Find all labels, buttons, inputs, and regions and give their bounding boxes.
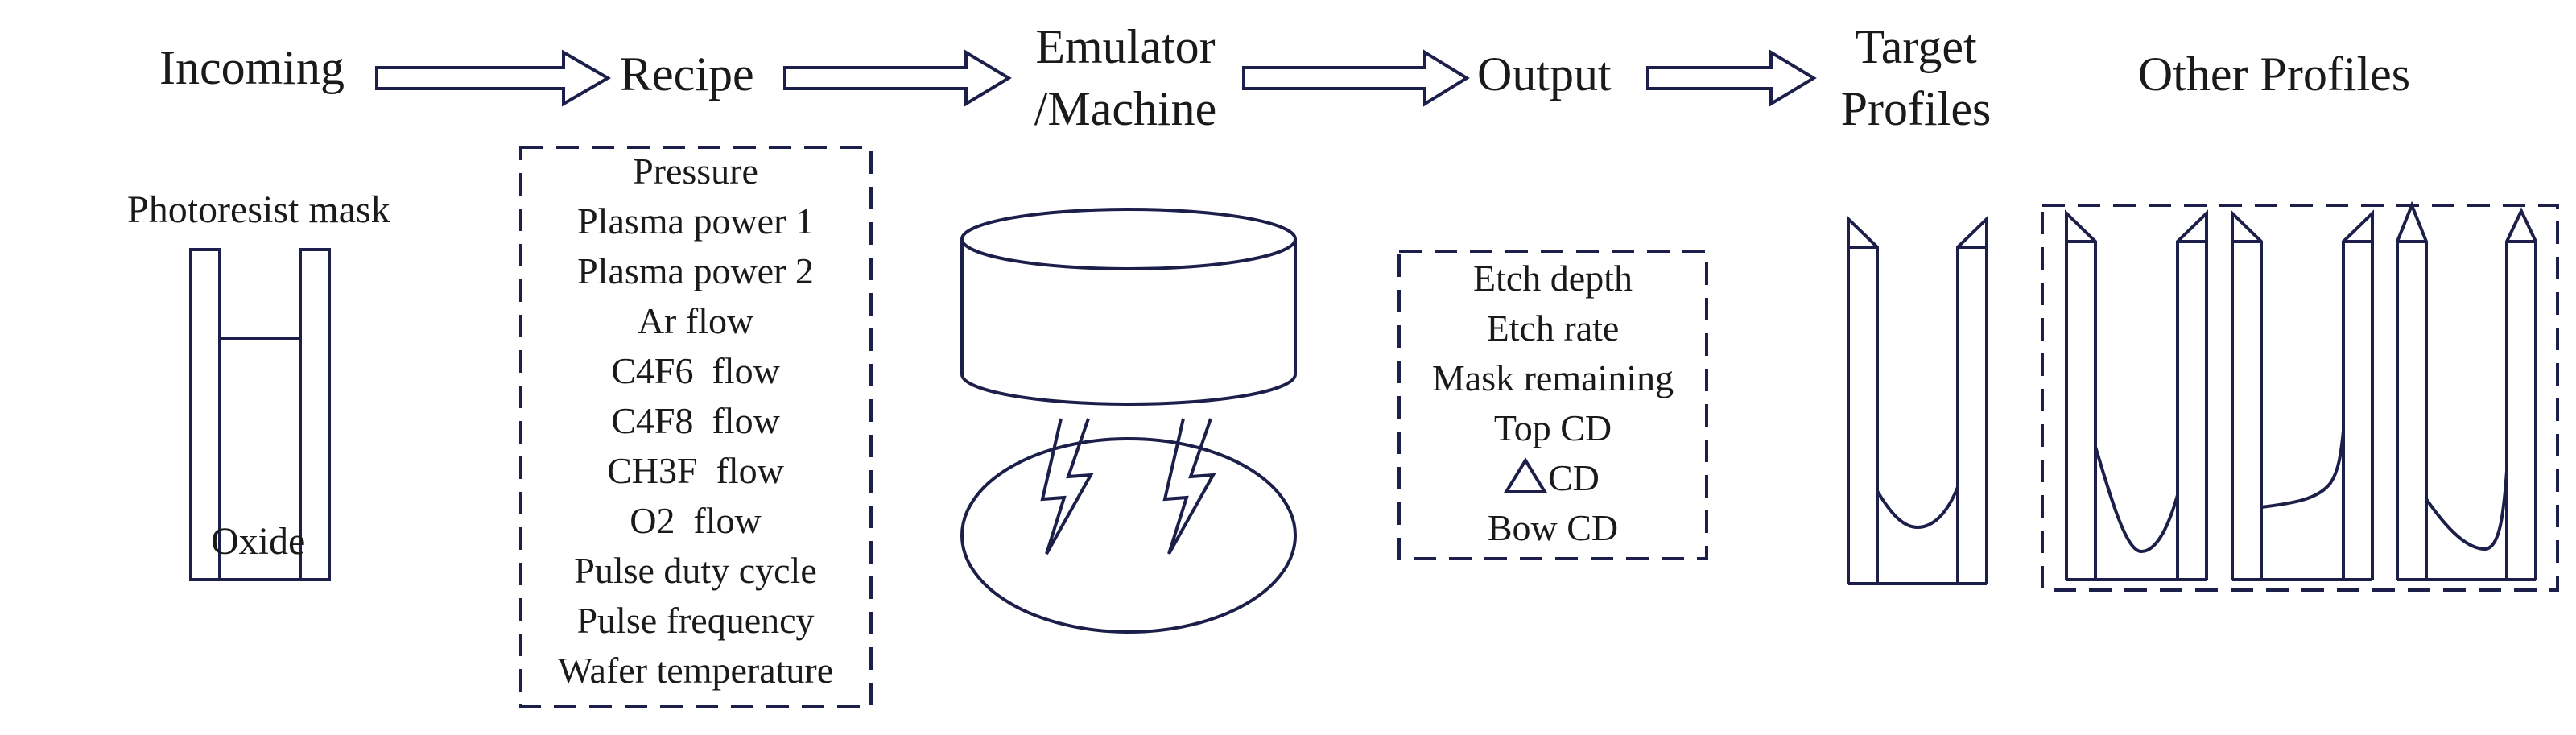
recipe-param: Plasma power 2 — [577, 250, 814, 291]
delta-triangle-icon — [1503, 457, 1548, 493]
output-metric: Etch rate — [1487, 308, 1620, 349]
output-metric: Etch depth — [1473, 258, 1633, 299]
photoresist-mask-label: Photoresist mask — [127, 188, 390, 231]
plasma-icon — [960, 418, 1297, 634]
flow-arrow-2 — [783, 49, 1012, 107]
lightning-bolt-right-icon — [1162, 418, 1216, 555]
output-metric: Mask remaining — [1432, 357, 1674, 398]
output-metric-list: Etch depth Etch rate Mask remaining Top … — [1432, 258, 1674, 548]
recipe-param: Pulse duty cycle — [574, 550, 817, 591]
other-profiles-box — [2041, 204, 2559, 592]
stage-target-line2: Profiles — [1841, 82, 1992, 135]
stage-target-line1: Target — [1855, 20, 1977, 73]
stage-output: Output — [1477, 47, 1612, 101]
output-metric: CD — [1548, 457, 1600, 498]
flow-arrow-1 — [375, 49, 611, 107]
output-metric: Bow CD — [1488, 507, 1618, 548]
stage-other-profiles: Other Profiles — [2138, 47, 2410, 101]
recipe-param: Pressure — [633, 151, 758, 192]
profile2-etch-front — [2260, 430, 2345, 509]
target-profile — [1847, 215, 1988, 585]
recipe-param: Pulse frequency — [576, 600, 814, 641]
other-profile-1 — [2065, 209, 2208, 581]
recipe-param: C4F6 flow — [611, 350, 780, 391]
profile1-left-wall — [2065, 209, 2097, 580]
other-profile-2 — [2231, 209, 2374, 581]
profile1-etch-front — [2094, 446, 2179, 554]
lightning-bolt-left-icon — [1040, 418, 1094, 555]
target-etch-front — [1876, 486, 1959, 530]
other-profile-3 — [2396, 200, 2537, 581]
profile3-right-wall — [2505, 207, 2537, 580]
recipe-param: Plasma power 1 — [577, 200, 814, 242]
output-box — [1397, 250, 1708, 560]
target-left-wall — [1847, 215, 1879, 584]
profile1-right-wall — [2176, 209, 2208, 580]
recipe-box — [519, 146, 873, 708]
incoming-structure — [189, 248, 331, 581]
recipe-param: O2 flow — [630, 500, 762, 541]
stage-emulator-line1: Emulator — [1035, 20, 1215, 73]
target-right-wall — [1956, 215, 1988, 584]
recipe-param: Wafer temperature — [558, 650, 833, 691]
stage-incoming: Incoming — [159, 41, 345, 94]
profile2-right-wall — [2342, 209, 2374, 580]
wafer-ellipse — [960, 437, 1297, 634]
profile3-etch-front — [2425, 470, 2508, 551]
profile2-left-wall — [2231, 209, 2263, 580]
recipe-param: C4F8 flow — [611, 400, 780, 441]
stage-recipe: Recipe — [620, 47, 754, 101]
chamber-cylinder-top — [960, 208, 1297, 270]
recipe-parameter-list: Pressure Plasma power 1 Plasma power 2 A… — [558, 151, 833, 691]
recipe-param: CH3F flow — [607, 450, 785, 491]
oxide-label: Oxide — [211, 520, 305, 563]
chamber-icon — [960, 208, 1297, 406]
stage-emulator-line2: /Machine — [1034, 82, 1217, 135]
flow-arrow-3 — [1242, 49, 1470, 107]
chamber-cylinder-body — [960, 239, 1297, 406]
output-metric: Top CD — [1494, 407, 1612, 448]
recipe-param: Ar flow — [638, 300, 754, 341]
profile3-left-wall — [2396, 200, 2428, 580]
flow-arrow-4 — [1646, 49, 1817, 107]
